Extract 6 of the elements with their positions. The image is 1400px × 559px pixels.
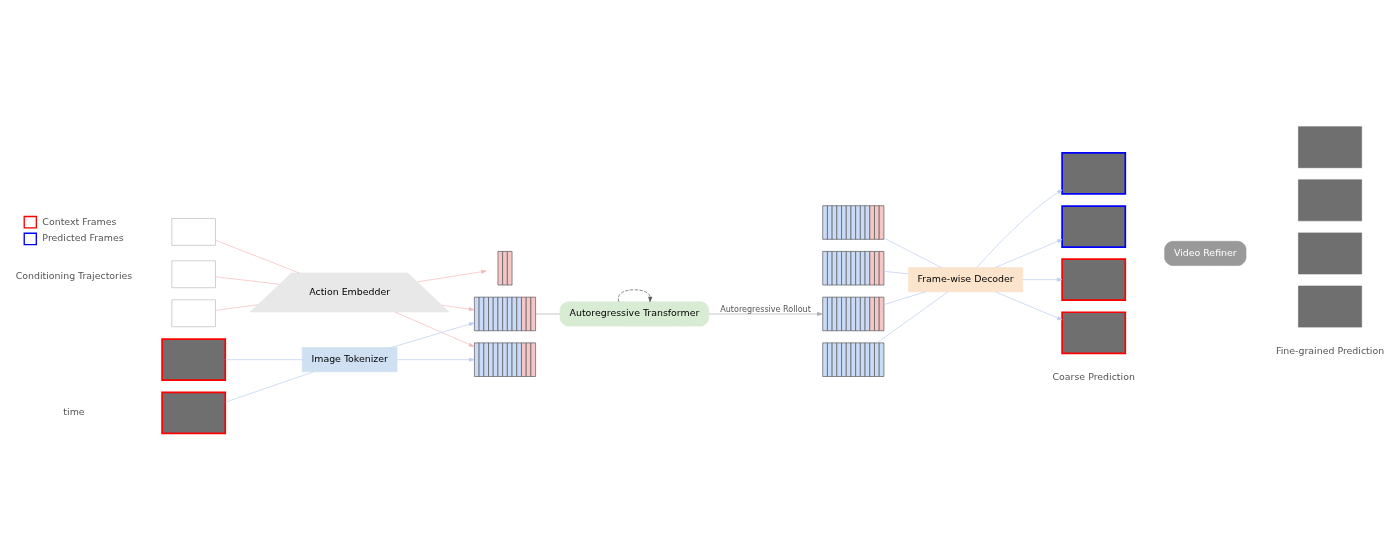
legend-label: Predicted Frames <box>42 231 124 243</box>
label: Conditioning Trajectories <box>15 269 133 281</box>
legend-label: Context Frames <box>42 215 117 227</box>
label: time <box>63 405 85 417</box>
label: Coarse Prediction <box>1052 370 1135 382</box>
label: Fine-grained Prediction <box>1275 344 1385 356</box>
